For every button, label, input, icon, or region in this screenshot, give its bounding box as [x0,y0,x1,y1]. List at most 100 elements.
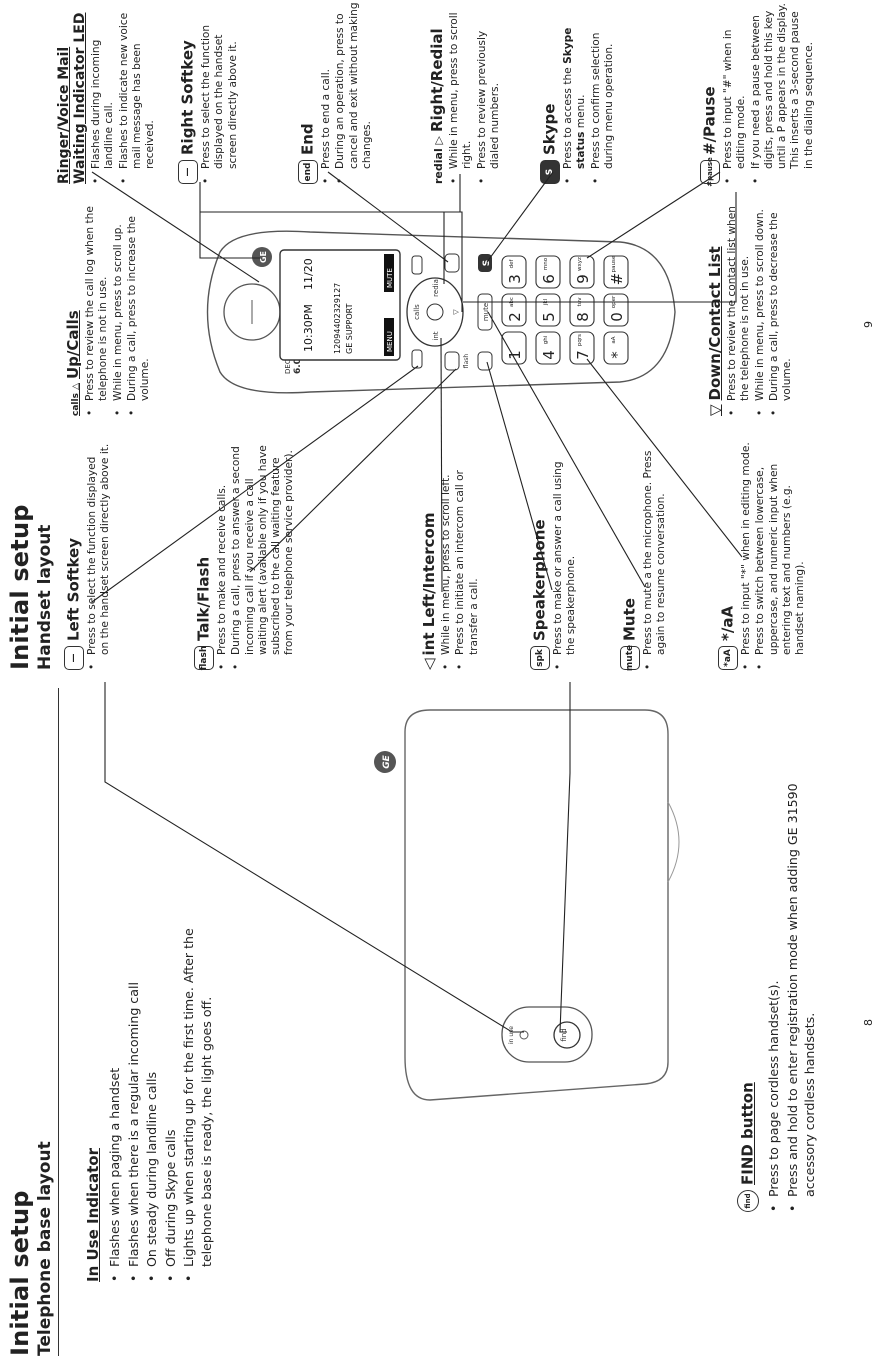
list-item: Press to make or answer a call using the… [552,442,579,670]
list-item: Press to end a call. [320,0,333,184]
right-redial-heading: Right/Redial [428,28,446,132]
list-item: Press to input "#" when in editing mode. [722,0,749,184]
left-page-number: 8 [862,1019,874,1026]
down-contact-heading: Down/Contact List [706,246,724,401]
base-find-button[interactable]: find [553,1021,581,1049]
screen-caller: GE SUPPORT [345,303,354,354]
list-item: Press to confirm selection during menu o… [590,0,617,184]
key-letters: aA [611,336,617,343]
list-item: Press to review previously dialed number… [476,0,503,184]
key-letters: mno [543,257,549,270]
up-calls-heading: Up/Calls [64,310,82,379]
left-arrow-icon: ◁ [420,658,438,670]
key-digit: 3 [506,274,524,284]
star-aa-heading: */aA [718,605,737,641]
keypad-key[interactable]: 3 def [501,255,527,289]
end-call-icon: end [298,160,318,184]
end-heading: End [298,123,317,155]
handset-illustration: GE DECT 6.0 10:30PM 11/20 12094402329127… [206,230,676,394]
keypad-key[interactable]: #pause [603,255,629,289]
svg-text:GE: GE [259,251,268,263]
list-item: Press to switch between lowercase, upper… [754,442,807,670]
right-softkey-block: —Right Softkey Press to select the funct… [178,0,241,184]
right-redial-block: redial ▷Right/Redial While in menu, pres… [428,0,503,184]
screen-right-soft: MUTE [386,268,394,288]
mute-key-label: mute [482,303,490,321]
handset-right-softkey[interactable] [411,255,423,275]
key-digit: 1 [506,350,524,360]
key-letters: pause [611,255,617,272]
list-item: If you need a pause between digits, pres… [750,0,816,184]
list-item: While in menu, press to scroll down. [754,206,767,416]
list-item: During an operation, press to cancel and… [334,0,374,184]
list-item: While in menu, press to scroll right. [448,0,475,184]
star-key-icon: *aA [718,646,738,670]
list-item: Press to review the contact list when th… [726,206,753,416]
screen-time: 10:30PM [302,304,315,352]
softkey-icon: — [178,160,198,184]
in-use-label: in use [508,1026,515,1044]
nav-left-label: int [432,331,440,340]
svg-text:S: S [482,260,492,266]
list-item: Press to initiate an intercom call or tr… [454,442,481,670]
list-item: Press to make and receive calls. [216,442,229,670]
nav-right-label: redial [432,277,440,297]
speakerphone-block: spk Speakerphone Press to make or answer … [530,442,580,670]
keypad-key[interactable]: 6 mno [535,255,561,289]
key-digit: 6 [540,274,558,284]
flash-key-label: flash [463,354,470,369]
list-item: Flashes to indicate new voice mail messa… [118,0,158,184]
key-letters: def [509,259,515,269]
key-digit: 4 [540,350,558,360]
ringer-led-block: Ringer/Voice Mail Waiting Indicator LED … [56,0,158,184]
keypad-key[interactable]: 2 abc [501,293,527,327]
handset-left-softkey[interactable] [411,349,423,369]
key-digit: # [608,273,626,286]
skype-heading: Skype [540,103,559,155]
keypad-key[interactable]: * aA [603,331,629,365]
key-letters: abc [509,297,515,307]
right-page-subtitle: Handset layout [35,524,55,670]
ringer-led-heading: Ringer/Voice Mail Waiting Indicator LED [56,12,88,184]
handset-speaker-button[interactable] [477,351,493,371]
handset-end-button[interactable] [444,253,460,273]
key-digit: 0 [608,312,626,322]
screen-left-soft: MENU [386,331,394,352]
key-letters: wxyz [577,257,583,271]
flash-icon: flash [194,646,214,670]
talk-flash-heading: Talk/Flash [194,556,213,641]
ge-handset-logo-icon: GE [252,247,272,267]
key-digit: 2 [506,312,524,322]
ge-logo-icon: GE [374,751,396,773]
left-softkey-block: —Left Softkey Press to select the functi… [64,442,114,670]
list-item: During a call, press to decrease the vol… [768,206,795,416]
list-item: Press to input "*" when in editing mode. [740,442,753,670]
left-softkey-heading: Left Softkey [64,538,83,641]
left-intercom-heading: int Left/Intercom [420,512,438,656]
keypad-key[interactable]: 4 ghi [535,331,561,365]
key-letters: pqrs [577,334,583,346]
handset-talk-button[interactable] [444,351,460,371]
mute-heading: Mute [620,598,639,641]
mute-icon: mute [620,645,640,671]
list-item: Press to access the Skype status menu. [562,0,589,184]
list-item: Press to review the call log when the te… [84,206,111,416]
speakerphone-heading: Speakerphone [530,519,549,641]
list-item: Press to select the function displayed o… [200,0,240,184]
key-letters: ghi [543,335,549,344]
list-item: Press to select the function displayed o… [86,442,113,670]
keypad-key[interactable]: 1 [501,331,527,365]
telephone-base-illustration: GE in use find [104,682,680,1101]
list-item: While in menu, press to scroll up. [112,206,125,416]
speaker-icon: spk [530,646,550,670]
key-digit: * [608,351,626,359]
skype-icon: S [540,160,560,184]
nav-pad[interactable]: calls int redial ▽ [406,277,464,347]
